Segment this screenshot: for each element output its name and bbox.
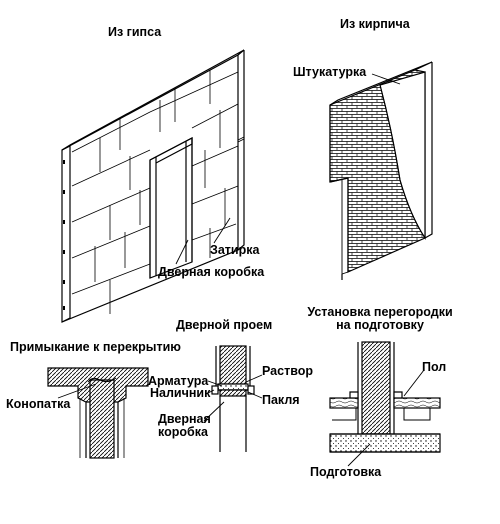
- casing-label: Наличник: [150, 386, 211, 400]
- brick-partition-drawing: [329, 61, 433, 280]
- brick-title: Из кирпича: [340, 17, 410, 31]
- ceiling-junction-drawing: [47, 367, 149, 459]
- doorway-title: Дверной проем: [176, 318, 273, 332]
- leader-lines: [57, 73, 425, 467]
- base-prep-label: Подготовка: [310, 465, 382, 479]
- floor-label: Пол: [422, 360, 447, 374]
- base-install-title-1: Установка перегородки: [307, 305, 453, 319]
- tow-label: Пакля: [262, 393, 300, 407]
- gypsum-title: Из гипса: [108, 25, 162, 39]
- door-frame-small-label-1: Дверная: [158, 412, 211, 426]
- base-install-drawing: [329, 341, 441, 453]
- caulk-label: Конопатка: [6, 397, 71, 411]
- door-frame-label: Дверная коробка: [158, 265, 265, 279]
- mortar-label: Раствор: [262, 364, 313, 378]
- gypsum-partition-drawing: [61, 49, 245, 323]
- grout-label: Затирка: [210, 243, 260, 257]
- doorway-section-drawing: [211, 345, 255, 452]
- plaster-label: Штукатурка: [293, 65, 367, 79]
- reinforcement-label: Арматура: [148, 374, 209, 388]
- door-frame-small-label-2: коробка: [158, 425, 208, 439]
- base-install-title-2: на подготовку: [336, 318, 424, 332]
- ceiling-junction-title: Примыкание к перекрытию: [10, 340, 181, 354]
